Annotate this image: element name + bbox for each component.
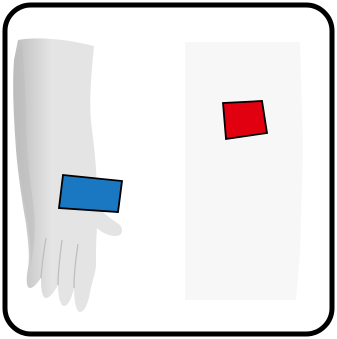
background-panel <box>185 42 303 300</box>
blue-marker <box>59 175 122 212</box>
red-marker <box>223 101 267 139</box>
